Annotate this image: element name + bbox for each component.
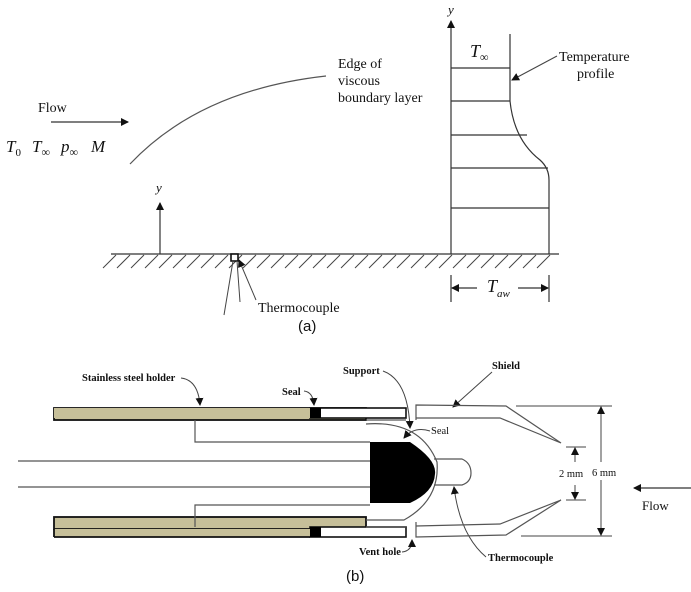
flow-label-a: Flow [38, 101, 68, 116]
caption-b: (b) [346, 568, 364, 585]
t-infinity-symbol: T∞ [470, 41, 489, 64]
holder-bottom-insert [309, 526, 407, 538]
support-bottom [194, 504, 370, 527]
vent-hole-pointer [401, 539, 416, 553]
thermocouple-pointer-b [450, 486, 487, 558]
thermocouple-junction [230, 253, 239, 262]
wall-hatch-mark [284, 254, 299, 269]
wall-hatch-mark [270, 254, 285, 269]
holder-top-insert [309, 407, 407, 419]
boundary-layer-label: Edge of viscous boundary layer [338, 57, 423, 106]
wall-hatch-mark [452, 254, 467, 269]
vent-hole-label: Vent hole [359, 547, 401, 558]
boundary-layer-edge-curve [129, 75, 327, 165]
support-label: Support [343, 366, 380, 377]
wall-hatch-mark [522, 254, 537, 269]
thermocouple-wire-2 [236, 260, 241, 303]
symbol-p-inf: p∞ [60, 137, 78, 159]
thermocouple-label-a: Thermocouple [258, 301, 340, 316]
caption-a: (a) [298, 318, 316, 335]
svg-text:Temperature: Temperature [559, 50, 630, 65]
holder-label: Stainless steel holder [82, 373, 176, 384]
seal-plug [370, 442, 436, 503]
wall-hatch-mark [102, 254, 117, 269]
wall-hatch-mark [480, 254, 495, 269]
seal-inner-pointer [403, 429, 431, 439]
profile-levels [451, 67, 549, 209]
svg-text:profile: profile [577, 67, 614, 82]
wall-hatch-mark [382, 254, 397, 269]
seal-bottom [310, 527, 321, 537]
symbol-t-inf: T∞ [32, 137, 50, 159]
symbol-mach: M [90, 137, 106, 156]
wall-hatch-mark [116, 254, 131, 269]
support-top [194, 420, 370, 443]
wall-hatch-mark [438, 254, 453, 269]
wall-hatch-mark [172, 254, 187, 269]
wall-hatch-mark [466, 254, 481, 269]
shield-label: Shield [492, 361, 520, 372]
wall-hatch-mark [298, 254, 313, 269]
support-pointer [382, 370, 414, 429]
wall-hatch-mark [396, 254, 411, 269]
holder-top-fill-patch [54, 408, 310, 418]
flow-label-b: Flow [642, 498, 669, 513]
wall-hatching [102, 254, 551, 269]
wall-hatch-mark [410, 254, 425, 269]
panel-a: Flow T0 T∞ p∞ M Edge of viscous boundary… [6, 2, 630, 335]
wall-hatch-mark [536, 254, 551, 269]
wall-hatch-mark [200, 254, 215, 269]
wall-hatch-mark [508, 254, 523, 269]
wall-hatch-mark [368, 254, 383, 269]
wall-hatch-mark [494, 254, 509, 269]
thermocouple-wire-1 [223, 260, 234, 316]
wall-hatch-mark [158, 254, 173, 269]
shield-bottom [415, 499, 562, 538]
wall-hatch-mark [354, 254, 369, 269]
seal-inner-label: Seal [431, 426, 449, 437]
holder-pointer [180, 377, 204, 406]
svg-text:Edge of: Edge of [338, 57, 382, 72]
shield-pointer [452, 371, 493, 408]
seal-top-label: Seal [282, 387, 301, 398]
temperature-profile-curve [509, 34, 550, 254]
thermocouple-label-b: Thermocouple [488, 553, 554, 564]
temperature-profile-pointer [511, 55, 558, 81]
panel-b: Stainless steel holder Seal Support Seal… [18, 361, 691, 585]
support-arc [365, 423, 438, 521]
wall-hatch-mark [130, 254, 145, 269]
dim-6mm-label: 6 mm [592, 468, 616, 479]
shield-top [415, 404, 562, 444]
thermocouple-tip [434, 458, 472, 486]
wall-hatch-mark [424, 254, 439, 269]
wall-hatch-mark [214, 254, 229, 269]
symbol-t0: T0 [6, 137, 21, 159]
temperature-profile-label: Temperature profile [559, 50, 630, 82]
wall-hatch-mark [326, 254, 341, 269]
wall-y-axis-label: y [154, 180, 162, 195]
svg-text:boundary layer: boundary layer [338, 91, 423, 106]
seal-top-pointer [303, 390, 318, 406]
wall-hatch-mark [144, 254, 159, 269]
svg-text:viscous: viscous [338, 74, 380, 89]
wall-hatch-mark [186, 254, 201, 269]
thermocouple-pointer [238, 259, 257, 301]
taw-symbol: Taw [487, 276, 511, 300]
dim-2mm-label: 2 mm [559, 469, 583, 480]
wall-hatch-mark [242, 254, 257, 269]
wall-hatch-mark [340, 254, 355, 269]
profile-y-axis-label: y [446, 2, 454, 17]
freestream-conditions: T0 T∞ p∞ M [6, 137, 106, 159]
holder-bottom-fill-patch [54, 529, 310, 537]
wall-hatch-mark [312, 254, 327, 269]
wall-hatch-mark [256, 254, 271, 269]
seal-top [310, 408, 321, 418]
